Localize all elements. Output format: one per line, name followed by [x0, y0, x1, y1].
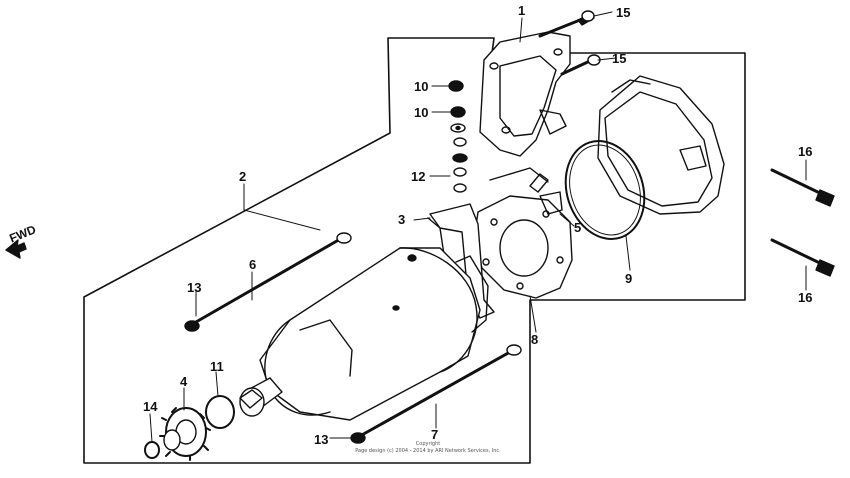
callout-5: 5	[574, 220, 582, 235]
callout-10-lower: 10	[414, 105, 429, 120]
bolt-16-upper	[770, 168, 835, 207]
nut-13-upper	[184, 320, 200, 332]
leader-lines	[149, 11, 807, 443]
bolt-16-lower	[770, 238, 835, 277]
rear-end-cover	[597, 75, 725, 215]
callout-6: 6	[249, 257, 257, 272]
callout-7: 7	[431, 427, 439, 442]
mounting-bracket	[479, 31, 571, 157]
copyright-line-2: Page design (c) 2004 - 2014 by ARI Netwo…	[355, 447, 501, 454]
callout-2: 2	[239, 169, 247, 184]
bolt-15-upper	[538, 10, 595, 38]
fwd-arrow	[5, 239, 27, 259]
callout-3: 3	[398, 212, 406, 227]
through-bolt-6	[194, 232, 352, 324]
callout-16-lower: 16	[798, 290, 813, 305]
callout-14: 14	[143, 399, 158, 414]
snap-ring	[205, 395, 235, 429]
callout-11: 11	[210, 359, 224, 374]
callout-16-upper: 16	[798, 144, 813, 159]
callout-12: 12	[411, 169, 426, 184]
callout-8: 8	[531, 332, 539, 347]
motor-housing	[259, 247, 489, 421]
callout-13-upper: 13	[187, 280, 202, 295]
copyright-line-1: Copyright	[415, 441, 441, 447]
nut-13-lower	[350, 432, 366, 444]
brush-holder-plate	[473, 167, 573, 299]
o-ring	[564, 140, 646, 240]
callout-15-lower: 15	[612, 51, 627, 66]
through-bolt-7	[358, 344, 522, 438]
callout-1: 1	[518, 3, 526, 18]
callout-9: 9	[625, 271, 633, 286]
copyright-notice: Copyright Page design (c) 2004 - 2014 by…	[318, 441, 538, 454]
pinion-gear	[159, 407, 211, 461]
callout-4: 4	[180, 374, 188, 389]
nut-washer-stack	[448, 80, 468, 193]
circlip	[144, 441, 160, 459]
callout-15-upper: 15	[616, 5, 631, 20]
callout-10-upper: 10	[414, 79, 429, 94]
armature-shaft	[239, 377, 283, 417]
callout-13-lower: 13	[314, 432, 329, 447]
